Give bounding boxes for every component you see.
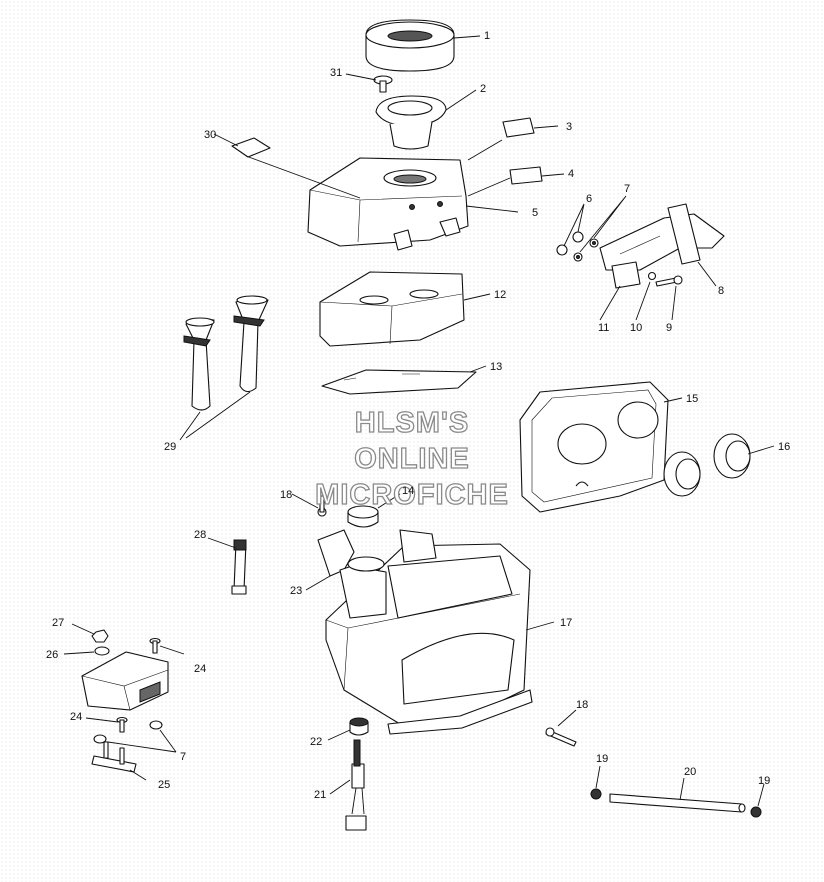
callout-24-right: 24 <box>194 663 206 675</box>
callout-3: 3 <box>566 121 572 133</box>
part-11-bracket[interactable] <box>611 261 641 289</box>
callout-12: 12 <box>494 289 506 301</box>
part-7-washers-lower[interactable] <box>93 720 163 744</box>
callout-2: 2 <box>480 83 486 95</box>
part-24-screw-top[interactable] <box>149 637 161 654</box>
callout-14: 14 <box>402 485 414 497</box>
leader-lines <box>63 35 775 807</box>
part-27-nut[interactable] <box>91 629 109 643</box>
part-26-washer[interactable] <box>94 646 110 656</box>
part-15-airbox-door[interactable] <box>519 381 669 513</box>
part-18-bolt[interactable] <box>317 495 327 517</box>
callout-9: 9 <box>666 322 672 334</box>
callout-22: 22 <box>310 736 322 748</box>
part-3-decal[interactable] <box>502 117 535 138</box>
callout-31: 31 <box>330 67 342 79</box>
watermark: HLSM'S ONLINE MICROFICHE <box>315 406 509 511</box>
part-4-decal[interactable] <box>509 166 543 185</box>
callout-16: 16 <box>778 441 790 453</box>
part-23-reservoir[interactable] <box>317 529 387 619</box>
part-16-boots[interactable] <box>663 433 751 497</box>
callout-7-upper: 7 <box>624 183 630 195</box>
callout-30: 30 <box>204 129 216 141</box>
callout-7-lower: 7 <box>180 751 186 763</box>
part-7-washer[interactable] <box>573 238 599 262</box>
part-2-adapter[interactable] <box>375 95 447 150</box>
callout-1: 1 <box>484 30 490 42</box>
part-29-intake-tubes[interactable] <box>183 295 269 411</box>
watermark-line-2: ONLINE <box>354 443 470 475</box>
callout-19-left: 19 <box>596 753 608 765</box>
watermark-line-1: HLSM'S <box>355 407 469 439</box>
part-12-filter[interactable] <box>319 271 465 347</box>
part-24-screw-bottom[interactable] <box>116 716 128 733</box>
callout-29: 29 <box>164 441 176 453</box>
callout-18-upper: 18 <box>280 489 292 501</box>
callout-labels: 1 2 3 4 5 6 7 8 9 10 11 12 13 14 15 16 1… <box>46 30 790 801</box>
callout-25: 25 <box>158 779 170 791</box>
callout-21: 21 <box>314 789 326 801</box>
callout-11: 11 <box>598 322 609 334</box>
part-21-sensor[interactable] <box>345 739 367 831</box>
callout-13: 13 <box>490 361 502 373</box>
part-25-bracket[interactable] <box>91 741 137 773</box>
callout-26: 26 <box>46 649 58 661</box>
callout-8: 8 <box>718 285 724 297</box>
part-20-rod[interactable] <box>609 793 746 813</box>
part-14-cap[interactable] <box>347 505 379 528</box>
part-31-screw[interactable] <box>373 75 393 93</box>
module-control-unit[interactable] <box>81 651 169 711</box>
callout-4: 4 <box>568 168 574 180</box>
part-22-grommet[interactable] <box>349 717 369 736</box>
part-18-pin[interactable] <box>545 727 577 747</box>
callout-24-left: 24 <box>70 711 82 723</box>
callout-17: 17 <box>560 617 572 629</box>
callout-18-lower: 18 <box>576 699 588 711</box>
part-8-mount-bracket[interactable] <box>599 203 725 271</box>
callout-28: 28 <box>194 529 206 541</box>
part-6-nut[interactable] <box>556 231 584 256</box>
part-5-airbox-cover[interactable] <box>307 157 469 251</box>
part-30-decal[interactable] <box>231 137 271 158</box>
watermark-line-3: MICROFICHE <box>315 479 509 511</box>
part-19-clip-left[interactable] <box>590 788 602 800</box>
part-9-bolt[interactable] <box>655 275 683 287</box>
part-28-drain-tube[interactable] <box>231 539 247 595</box>
callout-15: 15 <box>686 393 698 405</box>
part-1-foam-ring[interactable] <box>365 19 455 72</box>
callout-27: 27 <box>52 617 64 629</box>
callout-23: 23 <box>290 585 302 597</box>
callout-20: 20 <box>684 766 696 778</box>
callout-5: 5 <box>532 207 538 219</box>
part-10-washer[interactable] <box>647 271 657 281</box>
callout-19-right: 19 <box>758 775 770 787</box>
part-19-clip-right[interactable] <box>750 806 762 818</box>
callout-6: 6 <box>586 193 592 205</box>
callout-10: 10 <box>630 322 642 334</box>
part-13-gasket[interactable] <box>321 369 477 395</box>
